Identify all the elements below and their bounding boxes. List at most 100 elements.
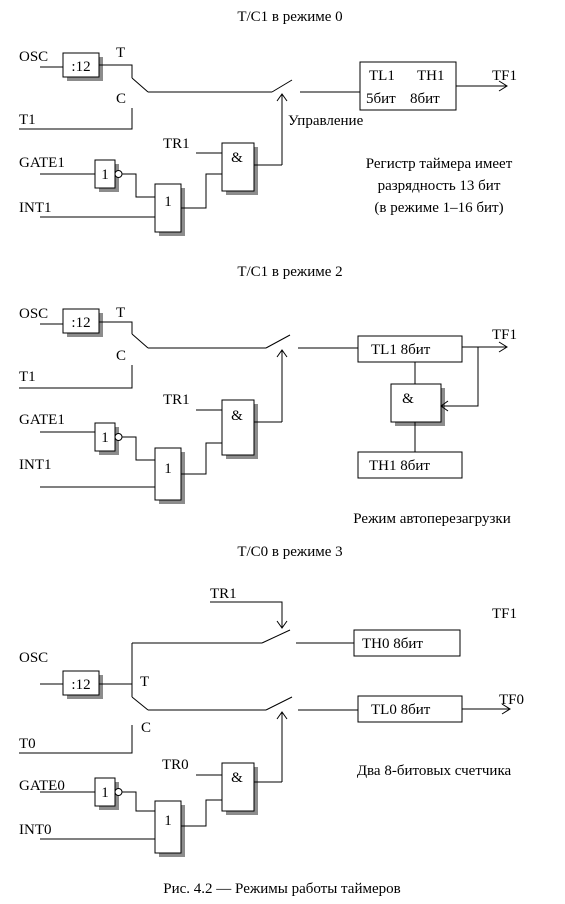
mode-switch xyxy=(131,77,149,93)
tr1-label: TR1 xyxy=(163,392,190,408)
divider-label: :12 xyxy=(71,677,90,693)
divider-box xyxy=(62,52,100,78)
section-title: Т/С0 в режиме 3 xyxy=(237,544,342,560)
tf1-arrow xyxy=(498,80,508,92)
t1-label: T1 xyxy=(19,369,36,385)
not-gate-label: 1 xyxy=(101,430,109,446)
or-gate-label: 1 xyxy=(164,461,172,477)
th0-register-label: TH0 8бит xyxy=(362,636,423,652)
reload-feedback-arrow xyxy=(440,400,449,412)
divider-out-wire xyxy=(99,64,133,78)
section-title: Т/С1 в режиме 2 xyxy=(237,264,342,280)
or-gate-label: 1 xyxy=(164,194,172,210)
tf1-label: TF1 xyxy=(492,68,517,84)
tl0-register-label: TL0 8бит xyxy=(371,702,431,718)
not-gate-label: 1 xyxy=(101,167,109,183)
switch-t-label: T xyxy=(140,674,149,690)
not-gate-label: 1 xyxy=(101,785,109,801)
or-gate xyxy=(154,447,182,501)
osc-label: OSC xyxy=(19,306,48,322)
not-bubble xyxy=(114,788,123,796)
or-gate-label: 1 xyxy=(164,813,172,829)
and-gate-label: & xyxy=(231,408,243,424)
divider-box xyxy=(62,670,100,696)
register-note-1: Регистр таймера имеет xyxy=(366,156,513,172)
control-switch xyxy=(271,79,293,93)
tf1-label: TF1 xyxy=(492,606,517,622)
th-register-box xyxy=(357,451,463,479)
or-out-wire xyxy=(181,173,222,209)
tl-switch xyxy=(265,696,293,711)
and-gate xyxy=(221,399,255,456)
register-th: TH1 xyxy=(417,68,445,84)
th0-register-box xyxy=(353,629,461,657)
int0-label: INT0 xyxy=(19,822,52,838)
t1-label: T1 xyxy=(19,112,36,128)
reload-feedback-wire xyxy=(441,347,479,407)
tl0-register-box xyxy=(357,695,463,723)
or-out-wire xyxy=(181,799,222,827)
gate1-label: GATE1 xyxy=(19,412,65,428)
tr1-label: TR1 xyxy=(210,586,237,602)
tf1-label: TF1 xyxy=(492,327,517,343)
th-register-label: TH1 8бит xyxy=(369,458,430,474)
tr1-wire xyxy=(210,601,283,628)
autoreload-note: Режим автоперезагрузки xyxy=(353,511,510,527)
section-mode3: Т/С0 в режиме 3 TR1 TH0 8бит TF1 OSC :12… xyxy=(19,544,524,857)
th-switch xyxy=(261,629,291,644)
section-title: Т/С1 в режиме 0 xyxy=(237,9,342,25)
not-out-wire xyxy=(122,173,155,198)
figure-caption: Рис. 4.2 — Режимы работы таймеров xyxy=(163,881,400,897)
switch-t-label: T xyxy=(116,305,125,321)
register-th-bits: 8бит xyxy=(410,91,440,107)
t1-wire xyxy=(19,108,133,130)
and-gate xyxy=(221,762,255,812)
mode-switch xyxy=(131,696,149,711)
tl-register-label: TL1 8бит xyxy=(371,342,431,358)
tr0-label: TR0 xyxy=(162,757,189,773)
t0-label: T0 xyxy=(19,736,36,752)
int1-label: INT1 xyxy=(19,200,52,216)
divider-label: :12 xyxy=(71,315,90,331)
not-out-wire xyxy=(122,791,155,812)
switch-c-label: C xyxy=(116,91,126,107)
osc-label: OSC xyxy=(19,49,48,65)
divider-out-wire xyxy=(99,321,133,334)
section-mode0: Т/С1 в режиме 0 OSC :12 T C T1 TL1 TH1 5… xyxy=(19,9,517,236)
and-gate-label: & xyxy=(231,770,243,786)
register-tl: TL1 xyxy=(369,68,395,84)
osc-label: OSC xyxy=(19,650,48,666)
tr1-arrow xyxy=(276,620,288,629)
control-label: Управление xyxy=(288,113,364,129)
tf0-arrow xyxy=(501,703,511,715)
section-mode2: Т/С1 в режиме 2 OSC :12 T C T1 TL1 8бит … xyxy=(19,264,517,527)
control-arrow xyxy=(276,349,288,358)
divider-label: :12 xyxy=(71,59,90,75)
tl-register-box xyxy=(357,335,463,363)
register-note-3: (в режиме 1–16 бит) xyxy=(374,200,503,216)
t1-wire xyxy=(19,365,133,389)
switch-t-label: T xyxy=(116,45,125,61)
gate0-label: GATE0 xyxy=(19,778,65,794)
switch-c-label: C xyxy=(116,348,126,364)
or-gate xyxy=(154,183,182,233)
not-bubble xyxy=(114,170,123,178)
int1-label: INT1 xyxy=(19,457,52,473)
control-switch xyxy=(265,334,291,349)
switch-c-label: C xyxy=(141,720,151,736)
reload-gate xyxy=(390,383,442,423)
register-note-2: разрядность 13 бит xyxy=(378,178,501,194)
reload-gate-label: & xyxy=(402,391,414,407)
not-out-wire xyxy=(122,436,155,461)
and-gate xyxy=(221,142,255,192)
control-arrow xyxy=(276,93,288,102)
divider-box xyxy=(62,308,100,334)
tf0-label: TF0 xyxy=(499,692,524,708)
not-bubble xyxy=(114,433,123,441)
or-out-wire xyxy=(181,442,222,475)
counters-note: Два 8-битовых счетчика xyxy=(357,763,512,779)
control-arrow xyxy=(276,711,288,720)
gate1-label: GATE1 xyxy=(19,155,65,171)
t0-wire xyxy=(19,725,133,754)
